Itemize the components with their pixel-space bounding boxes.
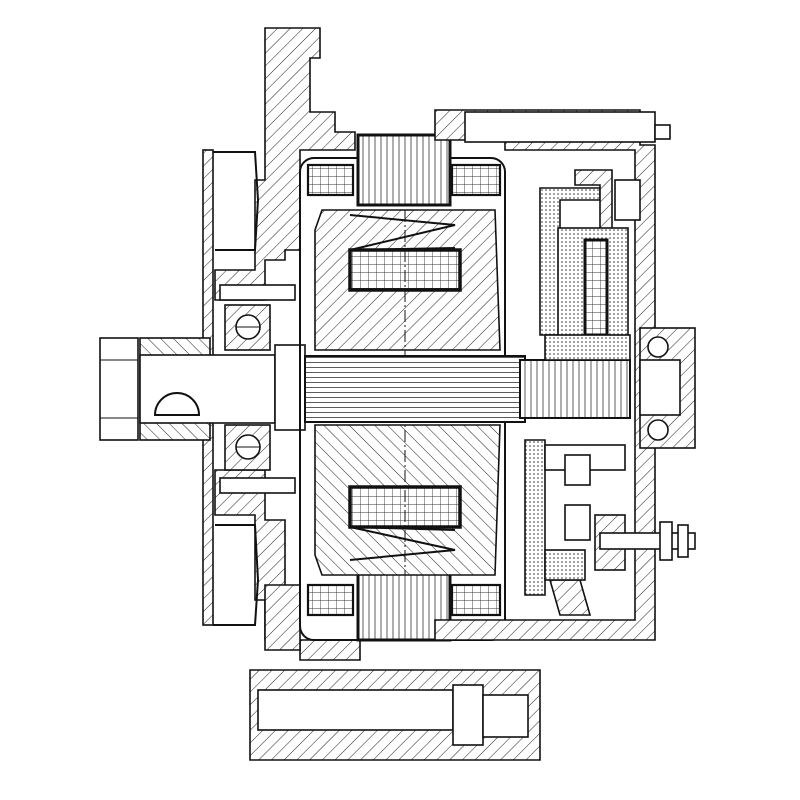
brush-holder	[539, 169, 631, 361]
front-bearing	[219, 284, 296, 494]
drive-shaft	[139, 337, 306, 441]
rotor	[314, 209, 501, 576]
pulley-nut	[99, 337, 139, 441]
rear-housing	[434, 109, 671, 641]
mounting-base	[249, 669, 541, 761]
stator	[299, 133, 506, 642]
terminal-bolt	[599, 521, 696, 561]
rectifier	[524, 439, 626, 616]
rotor-shaft	[304, 355, 631, 423]
rear-bearing	[639, 327, 696, 449]
